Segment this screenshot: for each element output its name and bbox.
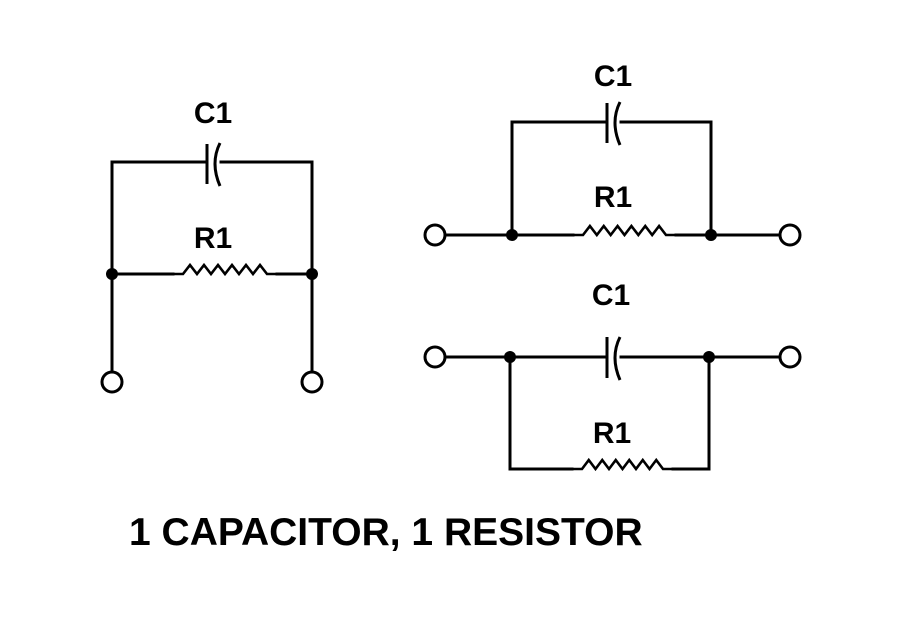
circuit-bottom-right: C1 R1 (423, 279, 802, 472)
terminal (423, 345, 447, 369)
resistor-symbol (572, 457, 673, 472)
terminal (778, 345, 802, 369)
resistor-symbol (573, 223, 676, 238)
capacitor-symbol (605, 101, 622, 146)
terminal (423, 223, 447, 247)
capacitor-symbol (605, 336, 622, 381)
capacitor-label: C1 (592, 279, 630, 312)
junction-dot (705, 229, 717, 241)
terminal (100, 370, 124, 394)
resistor-label: R1 (594, 181, 632, 214)
junction-dot (703, 351, 715, 363)
junction-dot (506, 229, 518, 241)
junction-dot (306, 268, 318, 280)
capacitor-curved-plate (213, 142, 222, 187)
circuit-top-right: C1 R1 (423, 60, 802, 247)
wire-left-top-loop (110, 160, 314, 276)
capacitor-curved-plate (613, 101, 622, 146)
junction-dot (106, 268, 118, 280)
diagram-caption: 1 CAPACITOR, 1 RESISTOR (129, 511, 643, 554)
resistor-symbol (173, 262, 277, 277)
junction-dot (504, 351, 516, 363)
capacitor-curved-plate (613, 336, 622, 381)
capacitor-label: C1 (594, 60, 632, 93)
terminal (778, 223, 802, 247)
capacitor-label: C1 (194, 97, 232, 130)
wire-left-leads (110, 272, 314, 374)
wire-bottom-right-res-branch (508, 355, 711, 471)
capacitor-symbol (205, 142, 222, 187)
terminal (300, 370, 324, 394)
resistor-label: R1 (194, 222, 232, 255)
circuit-left: C1 R1 (100, 97, 324, 394)
wire-top-right-cap-branch (510, 120, 713, 237)
resistor-label: R1 (593, 417, 631, 450)
